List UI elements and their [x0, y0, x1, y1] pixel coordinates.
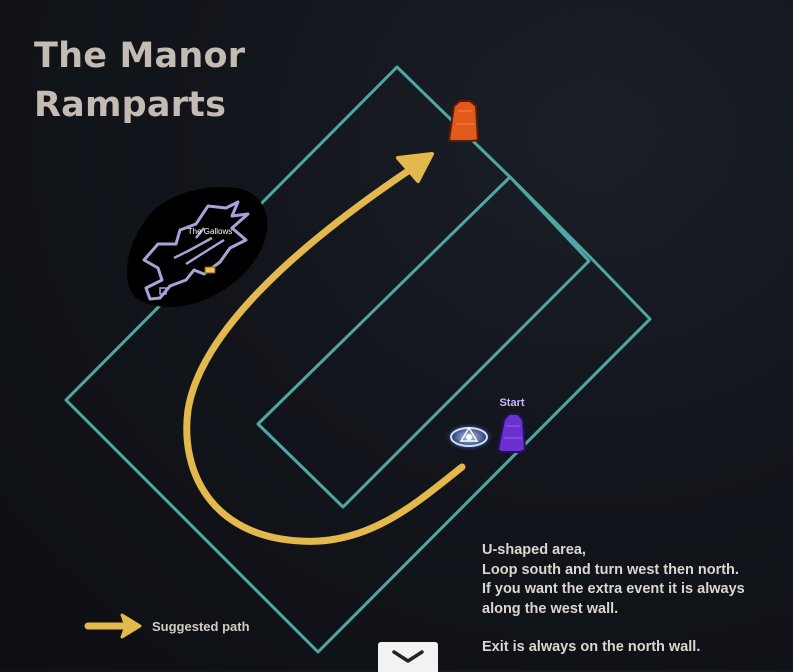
expand-button[interactable] [378, 642, 438, 672]
rampart-wall-outline [64, 65, 652, 654]
start-marker-icon [496, 413, 527, 453]
legend-label: Suggested path [152, 618, 250, 634]
exit-marker-icon [447, 100, 480, 142]
chevron-down-icon [392, 650, 424, 663]
start-label: Start [499, 397, 524, 409]
legend: Suggested path [84, 612, 250, 640]
title-line-2: Ramparts [34, 85, 227, 125]
suggested-path-arrow [183, 152, 466, 545]
notes-spacer [482, 619, 782, 638]
waypoint-icon [445, 423, 493, 451]
arrow-icon [84, 613, 142, 639]
route-notes: U-shaped area, Loop south and turn west … [482, 541, 782, 658]
notes-paragraph-2: Exit is always on the north wall. [482, 639, 701, 655]
notes-paragraph-1: U-shaped area, Loop south and turn west … [482, 542, 745, 617]
chest-icon [204, 266, 216, 274]
title-line-1: The Manor [34, 36, 246, 76]
gallows-label: The Gallows [188, 227, 232, 236]
gallows-area: The Gallows [126, 187, 268, 307]
